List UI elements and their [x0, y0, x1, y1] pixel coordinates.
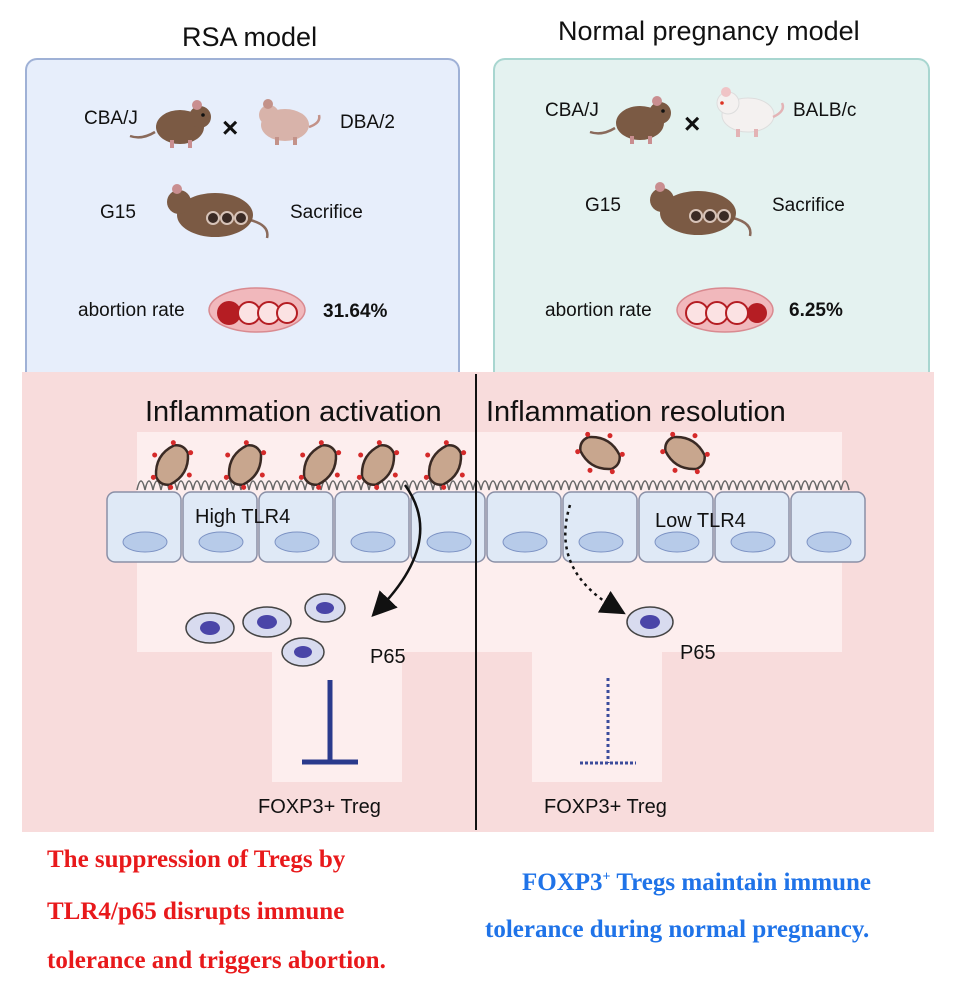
left-mechanism-title: Inflammation activation — [145, 396, 442, 428]
bacterium — [423, 440, 467, 490]
cell-nucleus — [654, 531, 700, 553]
left-receptor-label: High TLR4 — [195, 506, 291, 528]
cell-nucleus — [350, 531, 396, 553]
bacterium — [150, 440, 194, 490]
cell-nucleus — [806, 531, 852, 553]
bacteria-icon — [150, 440, 467, 490]
immune-cell-icon — [185, 593, 346, 667]
mouse-icon — [259, 99, 321, 145]
bacterium — [356, 440, 400, 490]
cell-nucleus — [274, 531, 320, 553]
normal-gestation-day: G15 — [585, 195, 621, 216]
bacterium — [660, 431, 710, 475]
panel-divider — [475, 374, 477, 830]
cell-nucleus — [426, 531, 472, 553]
left-conclusion-line2: TLR4/p65 disrupts immune — [47, 898, 345, 925]
inhibition-bar-dashed — [580, 678, 636, 765]
bacterium — [298, 440, 342, 490]
bacterium — [223, 440, 267, 490]
resolution-arrow-dotted — [564, 504, 626, 615]
rsa-model-title: RSA model — [182, 22, 318, 52]
rsa-abortion-label: abortion rate — [78, 300, 185, 321]
normal-female-strain: CBA/J — [545, 100, 599, 121]
normal-cross-sign: × — [684, 108, 701, 139]
cell-nucleus — [198, 531, 244, 553]
rsa-abortion-rate: 31.64% — [323, 301, 388, 322]
normal-model-title: Normal pregnancy model — [558, 16, 860, 46]
inhibition-bar-solid — [302, 680, 358, 765]
right-mechanism-title: Inflammation resolution — [486, 396, 786, 428]
immune-cell-icon — [626, 606, 674, 638]
right-p65-label: P65 — [680, 642, 716, 664]
cell-nucleus — [122, 531, 168, 553]
mouse-icon — [129, 100, 211, 148]
left-treg-label: FOXP3+ Treg — [258, 796, 381, 818]
mouse-icon — [167, 184, 269, 239]
right-receptor-label: Low TLR4 — [655, 510, 746, 532]
cell-nucleus — [502, 531, 548, 553]
normal-abortion-rate: 6.25% — [789, 300, 843, 321]
normal-male-strain: BALB/c — [793, 100, 857, 121]
bacteria-icon — [575, 431, 710, 475]
microvilli — [136, 480, 850, 491]
rsa-female-strain: CBA/J — [84, 108, 138, 129]
embryo-icon — [208, 287, 306, 333]
cell-nucleus — [730, 531, 776, 553]
right-conclusion-line1: FOXP3+ Tregs maintain immune — [522, 869, 871, 896]
rsa-male-strain: DBA/2 — [340, 112, 395, 133]
rsa-cross-sign: × — [222, 112, 239, 143]
normal-abortion-label: abortion rate — [545, 300, 652, 321]
cell-nucleus — [578, 531, 624, 553]
mouse-icon — [716, 87, 785, 137]
right-treg-label: FOXP3+ Treg — [544, 796, 667, 818]
activation-arrow — [371, 484, 422, 618]
left-conclusion-line3: tolerance and triggers abortion. — [47, 947, 386, 974]
rsa-sacrifice-label: Sacrifice — [290, 202, 363, 223]
mouse-icon — [650, 182, 752, 237]
rsa-gestation-day: G15 — [100, 202, 136, 223]
embryo-icon — [676, 287, 774, 333]
left-p65-label: P65 — [370, 646, 406, 668]
mouse-icon — [589, 96, 671, 144]
left-conclusion-line1: The suppression of Tregs by — [47, 846, 346, 873]
right-conclusion-line2: tolerance during normal pregnancy. — [485, 916, 870, 943]
normal-sacrifice-label: Sacrifice — [772, 195, 845, 216]
bacterium — [575, 431, 625, 475]
